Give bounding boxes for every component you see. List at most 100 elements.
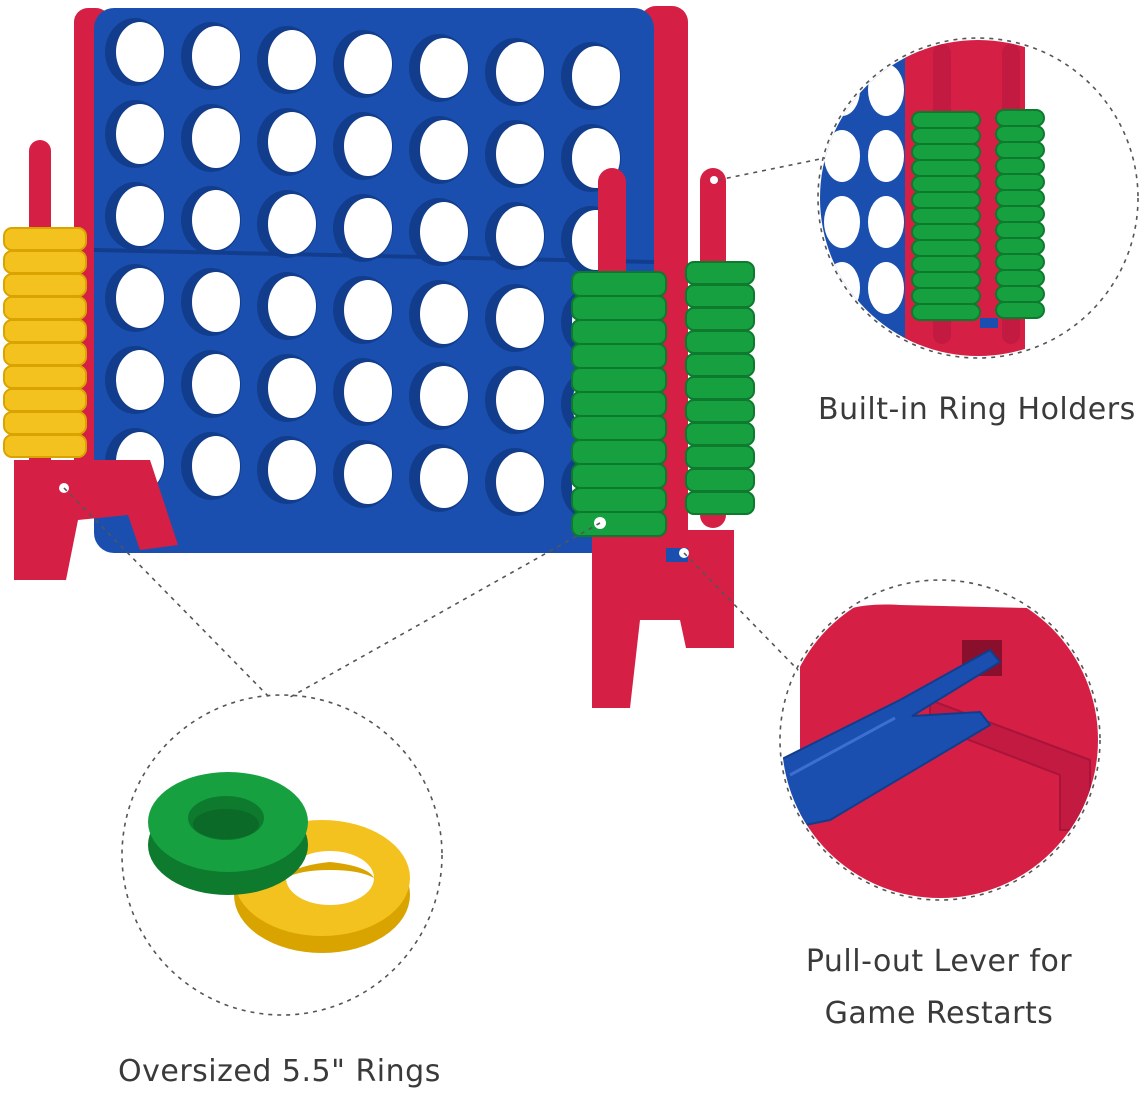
grid-hole [344,280,392,340]
grid-hole [192,26,240,86]
stacked-ring [911,239,981,257]
caption-pull-out-lever: Pull-out Lever for Game Restarts [803,936,1075,1040]
caption-ring-holders: Built-in Ring Holders [818,392,1136,427]
grid-hole [192,108,240,168]
grid-hole [268,276,316,336]
stacked-ring [685,445,755,469]
stacked-ring [995,125,1045,143]
stacked-ring [995,285,1045,303]
stacked-ring [685,376,755,400]
grid-hole [192,272,240,332]
stacked-ring [685,491,755,515]
stacked-ring [571,463,667,489]
right-foot [592,530,734,708]
stacked-ring [995,221,1045,239]
grid-hole [116,104,164,164]
stacked-ring [3,273,87,297]
stacked-ring [571,391,667,417]
grid-hole [420,38,468,98]
stacked-ring [3,365,87,389]
ring-holder-closeup [820,40,1136,356]
stacked-ring [685,399,755,423]
stacked-ring [911,143,981,161]
green-ring [148,772,308,895]
stacked-ring [995,269,1045,287]
stacked-ring [995,189,1045,207]
stacked-ring [685,330,755,354]
grid-hole [344,444,392,504]
grid-hole [496,452,544,512]
stacked-ring [571,343,667,369]
stacked-ring [995,253,1045,271]
stacked-ring [571,439,667,465]
stacked-ring [571,319,667,345]
stacked-ring [3,411,87,435]
grid-hole [344,34,392,94]
caption-oversized-rings: Oversized 5.5" Rings [118,1054,441,1089]
green-ring-stack-back [685,261,755,515]
grid-hole [116,268,164,328]
stacked-ring [911,111,981,129]
stacked-ring [3,227,87,251]
stacked-ring [3,296,87,320]
grid-hole [344,198,392,258]
stacked-ring [911,191,981,209]
grid-hole [268,358,316,418]
stacked-ring [911,271,981,289]
stacked-ring [685,468,755,492]
stacked-ring [911,287,981,305]
grid-hole [420,120,468,180]
stacked-ring [685,261,755,285]
grid-hole [496,370,544,430]
stacked-ring [571,271,667,297]
grid-hole [420,202,468,262]
stacked-ring [571,295,667,321]
stacked-ring [995,237,1045,255]
grid-hole [496,42,544,102]
stacked-ring [571,415,667,441]
stacked-ring [911,175,981,193]
caption-lever-line1: Pull-out Lever for [805,944,1073,979]
grid-hole [268,112,316,172]
grid-hole [496,288,544,348]
stacked-ring [995,141,1045,159]
grid-hole [344,362,392,422]
stacked-ring [685,284,755,308]
stacked-ring [571,487,667,513]
stacked-ring [911,223,981,241]
grid-hole [116,22,164,82]
grid-hole [496,206,544,266]
connect-four-board [3,6,755,708]
stacked-ring [3,342,87,366]
grid-hole [268,440,316,500]
green-ring-stack-front [571,271,667,537]
grid-hole [116,350,164,410]
stacked-ring [3,250,87,274]
callout-lines [63,37,1139,1016]
stacked-ring [571,511,667,537]
grid-hole [420,366,468,426]
caption-lever-line2: Game Restarts [824,996,1054,1031]
stacked-ring [3,434,87,458]
stacked-ring [911,159,981,177]
stacked-ring [995,301,1045,319]
stacked-ring [3,319,87,343]
stacked-ring [685,422,755,446]
stacked-ring [995,109,1045,127]
stacked-ring [911,127,981,145]
grid-hole [192,354,240,414]
stacked-ring [995,157,1045,175]
grid-hole [116,186,164,246]
stacked-ring [685,307,755,331]
stacked-ring [911,255,981,273]
stacked-ring [571,367,667,393]
stacked-ring [685,353,755,377]
left-foot [14,460,178,580]
grid-hole [192,190,240,250]
ring-pair-closeup [124,697,440,1013]
stacked-ring [3,388,87,412]
grid-hole [268,194,316,254]
grid-hole [572,46,620,106]
grid-hole [268,30,316,90]
